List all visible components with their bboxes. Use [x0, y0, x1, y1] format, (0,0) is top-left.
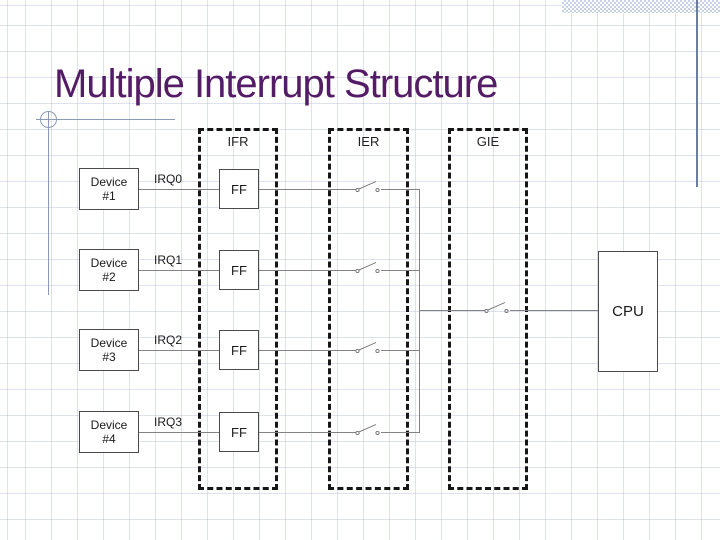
ff-box-irq3: FF [219, 412, 259, 452]
wire-ff-to-switch-irq0 [259, 189, 356, 190]
ff-box-irq0: FF [219, 169, 259, 209]
ornament-vertical-line [48, 111, 49, 295]
wire-switch-to-bus-irq2 [381, 350, 419, 351]
slide-title: Multiple Interrupt Structure [54, 62, 498, 106]
wire-ff-to-switch-irq2 [259, 350, 356, 351]
device-4-name: Device [90, 418, 128, 432]
cpu-box: CPU [598, 251, 658, 372]
gie-label: GIE [476, 134, 500, 149]
device-2-box: Device #2 [79, 249, 139, 291]
wire-switch-to-bus-irq1 [381, 270, 419, 271]
ff-box-irq2: FF [219, 330, 259, 370]
gie-switch-icon [484, 302, 509, 314]
device-3-number: #3 [102, 350, 116, 364]
header-accent-band [562, 0, 720, 13]
ier-switch-irq3-icon [355, 424, 380, 436]
wire-bus-to-gie-switch [419, 310, 485, 311]
ornament-circle [40, 111, 57, 128]
irq0-label: IRQ0 [153, 172, 182, 186]
ier-switch-irq0-icon [355, 181, 380, 193]
ff-box-irq1: FF [219, 250, 259, 290]
device-1-box: Device #1 [79, 168, 139, 210]
device-2-name: Device [90, 256, 128, 270]
ornament-horizontal-line [36, 119, 175, 120]
gie-register-box: GIE [448, 128, 528, 490]
device-4-box: Device #4 [79, 411, 139, 453]
device-1-number: #1 [102, 189, 116, 203]
interrupt-bus-line [419, 189, 420, 433]
irq1-label: IRQ1 [153, 253, 182, 267]
wire-ff-to-switch-irq1 [259, 270, 356, 271]
irq3-label: IRQ3 [153, 415, 182, 429]
wire-switch-to-bus-irq3 [381, 432, 419, 433]
wire-device3-to-ff [139, 350, 219, 351]
ier-switch-irq1-icon [355, 262, 380, 274]
device-2-number: #2 [102, 270, 116, 284]
device-3-name: Device [90, 336, 128, 350]
wire-switch-to-bus-irq0 [381, 189, 419, 190]
device-4-number: #4 [102, 432, 116, 446]
device-1-name: Device [90, 175, 128, 189]
ifr-register-box: IFR [198, 128, 278, 490]
wire-device2-to-ff [139, 270, 219, 271]
wire-gie-to-cpu [510, 310, 598, 311]
ier-label: IER [357, 134, 380, 149]
right-accent-line [696, 0, 698, 187]
ifr-label: IFR [227, 134, 249, 149]
wire-ff-to-switch-irq3 [259, 432, 356, 433]
ier-switch-irq2-icon [355, 342, 380, 354]
device-3-box: Device #3 [79, 329, 139, 371]
irq2-label: IRQ2 [153, 333, 182, 347]
ier-register-box: IER [328, 128, 409, 490]
wire-device1-to-ff [139, 189, 219, 190]
wire-device4-to-ff [139, 432, 219, 433]
